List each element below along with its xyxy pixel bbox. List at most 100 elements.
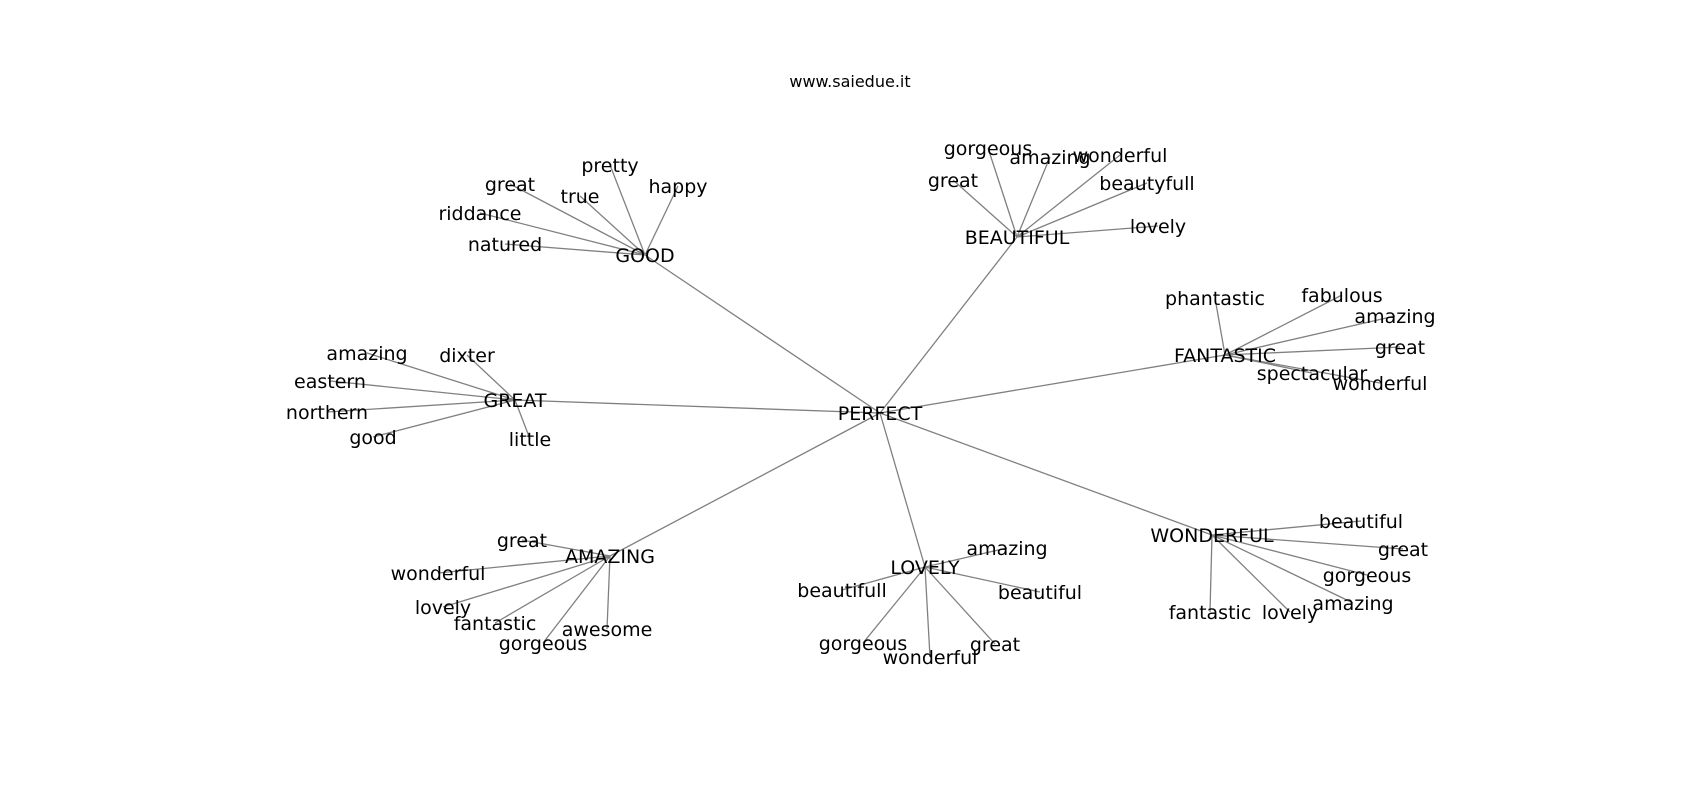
hub-node-label: GREAT — [483, 390, 546, 412]
edge-hub-leaf — [1016, 156, 1051, 238]
edge-hub-leaf — [924, 566, 1041, 593]
leaf-node-label: amazing — [966, 538, 1047, 560]
leaf-node-label: fantastic — [1169, 602, 1252, 624]
edge-hub-leaf — [1211, 534, 1404, 550]
leaf-node-label: dixter — [439, 345, 495, 367]
edge-root-hub — [879, 236, 1018, 414]
edge-root-hub — [609, 412, 881, 557]
edge-root-hub — [879, 354, 1226, 414]
leaf-node-label: beautifull — [797, 580, 886, 602]
leaf-node-label: riddance — [438, 203, 521, 225]
edge-hub-leaf — [579, 195, 646, 256]
edge-root-hub — [879, 412, 1213, 536]
hub-node-label: BEAUTIFUL — [965, 227, 1070, 249]
edge-hub-leaf — [924, 547, 1008, 568]
leaf-node-label: good — [349, 427, 396, 449]
edge-hub-leaf — [1224, 354, 1381, 384]
edge-hub-leaf — [437, 555, 611, 574]
edge-root-hub — [514, 399, 881, 414]
edges-layer — [326, 147, 1404, 658]
edge-hub-leaf — [606, 555, 611, 630]
leaf-node-label: fabulous — [1301, 285, 1382, 307]
edge-hub-leaf — [542, 555, 611, 644]
edge-hub-leaf — [609, 164, 646, 256]
leaf-node-label: beautiful — [998, 582, 1082, 604]
edge-hub-leaf — [644, 185, 679, 256]
edge-hub-leaf — [466, 354, 516, 401]
edge-root-hub — [879, 412, 926, 568]
leaf-node-label: wonderful — [1073, 145, 1168, 167]
leaf-node-label: beautiful — [1319, 511, 1403, 533]
leaf-node-label: amazing — [326, 343, 407, 365]
edge-hub-leaf — [1224, 346, 1401, 356]
edge-root-hub — [644, 254, 881, 414]
leaf-node-label: great — [1378, 539, 1428, 561]
leaf-node-label: amazing — [1354, 306, 1435, 328]
leaf-node-label: great — [1375, 337, 1425, 359]
leaf-node-label: gorgeous — [499, 633, 587, 655]
edge-hub-leaf — [924, 566, 996, 645]
leaf-node-label: amazing — [1009, 147, 1090, 169]
leaf-node-label: fantastic — [454, 613, 537, 635]
hub-node-label: WONDERFUL — [1150, 525, 1274, 547]
hub-node-label: LOVELY — [890, 557, 960, 579]
leaf-node-label: happy — [648, 176, 707, 198]
leaf-node-label: true — [561, 186, 600, 208]
edge-hub-leaf — [514, 399, 531, 440]
leaf-node-label: great — [928, 170, 978, 192]
leaf-node-label: great — [970, 634, 1020, 656]
leaf-node-label: lovely — [415, 597, 471, 619]
leaf-node-label: natured — [468, 234, 542, 256]
leaf-node-label: wonderful — [1333, 373, 1428, 395]
root-node-label: PERFECT — [838, 403, 923, 425]
edge-hub-leaf — [1016, 182, 1148, 238]
edge-hub-leaf — [521, 539, 611, 557]
edge-hub-leaf — [1211, 534, 1368, 576]
edge-hub-leaf — [442, 555, 611, 608]
leaf-node-label: amazing — [1312, 593, 1393, 615]
edge-hub-leaf — [329, 380, 516, 401]
leaf-node-label: awesome — [562, 619, 653, 641]
edge-hub-leaf — [326, 399, 516, 413]
leaf-node-label: northern — [286, 402, 368, 424]
edge-hub-leaf — [1209, 534, 1213, 613]
hub-node-label: AMAZING — [565, 546, 655, 568]
leaf-node-label: wonderful — [391, 563, 486, 585]
diagram-title: www.saiedue.it — [789, 72, 910, 91]
edge-hub-leaf — [924, 566, 931, 658]
edge-hub-leaf — [1211, 520, 1362, 536]
edge-hub-leaf — [509, 183, 646, 256]
hub-node-label: GOOD — [615, 245, 674, 267]
leaf-node-label: gorgeous — [944, 138, 1032, 160]
edge-hub-leaf — [952, 179, 1018, 238]
leaf-node-label: little — [509, 429, 551, 451]
leaf-node-label: great — [497, 530, 547, 552]
edge-hub-leaf — [841, 566, 926, 591]
edge-hub-leaf — [1224, 315, 1396, 356]
edge-hub-leaf — [504, 243, 646, 256]
edge-hub-leaf — [366, 352, 516, 401]
leaf-node-label: phantastic — [1165, 288, 1265, 310]
leaf-node-label: spectacular — [1257, 363, 1368, 385]
edge-hub-leaf — [479, 212, 646, 256]
leaf-node-label: eastern — [294, 371, 366, 393]
leaf-node-label: wonderful — [883, 647, 978, 669]
leaf-node-label: gorgeous — [819, 633, 907, 655]
edge-hub-leaf — [1211, 534, 1291, 613]
leaf-node-label: pretty — [581, 155, 638, 177]
leaf-node-label: lovely — [1262, 602, 1318, 624]
edge-hub-leaf — [1211, 534, 1354, 604]
nodes-layer: PERFECT GOOD pretty happy great true riddance n… — [286, 138, 1436, 669]
edge-hub-leaf — [1016, 225, 1159, 238]
edge-hub-leaf — [987, 147, 1018, 238]
leaf-node-label: great — [485, 174, 535, 196]
edge-hub-leaf — [1224, 294, 1343, 356]
edge-hub-leaf — [494, 555, 611, 624]
hub-node-label: FANTASTIC — [1174, 345, 1276, 367]
leaf-node-label: lovely — [1130, 216, 1186, 238]
edge-hub-leaf — [1214, 297, 1226, 356]
leaf-node-label: gorgeous — [1323, 565, 1411, 587]
edge-hub-leaf — [862, 566, 926, 644]
edge-hub-leaf — [1016, 154, 1121, 238]
